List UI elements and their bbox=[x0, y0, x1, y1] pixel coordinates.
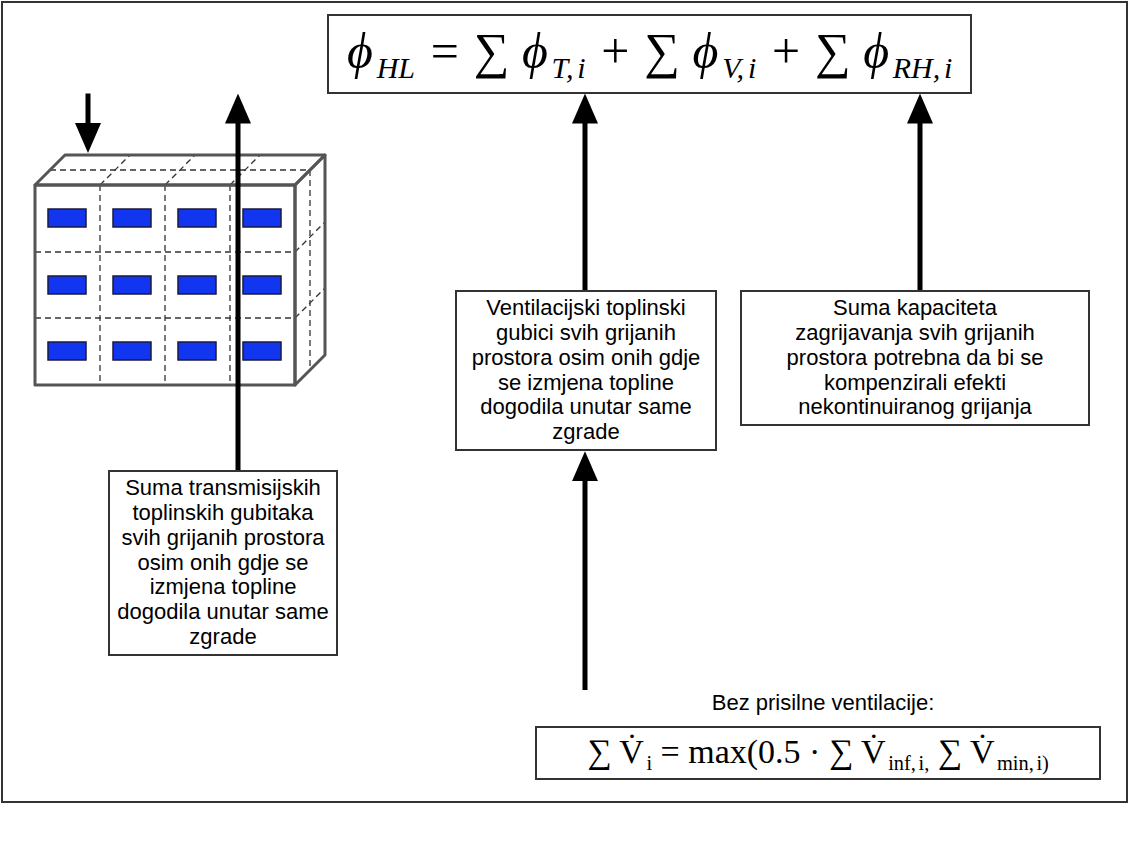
description-box: Suma transmisijskih toplinskih gubitaka … bbox=[108, 470, 338, 656]
formula-box: Bez prisilne ventilacije: ∑ V̇ i = max(0.… bbox=[535, 690, 1101, 780]
flow-arrow bbox=[918, 104, 923, 291]
heading-text: Bez prisilne ventilacije: bbox=[535, 690, 1101, 716]
outer-frame bbox=[2, 2, 1127, 802]
box-text: Suma transmisijskih toplinskih gubitaka … bbox=[116, 476, 330, 650]
formula-box: ϕ HL = ∑ ϕ T, i + ∑ ϕ V, i + ∑ ϕ RH, i bbox=[327, 14, 972, 94]
pointer-arrow bbox=[86, 94, 91, 144]
box-text: Ventilacijski toplinski gubici svih grij… bbox=[463, 296, 709, 445]
windows bbox=[48, 209, 281, 360]
description-box: Suma kapaciteta zagrijavanja svih grijan… bbox=[740, 290, 1090, 426]
formula-text: ϕ HL = ∑ ϕ T, i + ∑ ϕ V, i + ∑ ϕ RH, i bbox=[347, 18, 952, 86]
grid-lines bbox=[35, 155, 325, 385]
flow-arrow bbox=[236, 104, 241, 471]
building-outline bbox=[35, 155, 325, 385]
building-illustration bbox=[35, 155, 325, 385]
formula-text: ∑ V̇ i = max(0.5 · ∑ V̇ inf, i, ∑ V̇ min… bbox=[547, 730, 1089, 774]
flow-arrow bbox=[583, 104, 588, 291]
description-box: Ventilacijski toplinski gubici svih grij… bbox=[455, 290, 717, 451]
box-text: Suma kapaciteta zagrijavanja svih grijan… bbox=[784, 296, 1046, 420]
formula-frame: ∑ V̇ i = max(0.5 · ∑ V̇ inf, i, ∑ V̇ min… bbox=[535, 726, 1101, 780]
flow-arrow bbox=[583, 461, 588, 690]
